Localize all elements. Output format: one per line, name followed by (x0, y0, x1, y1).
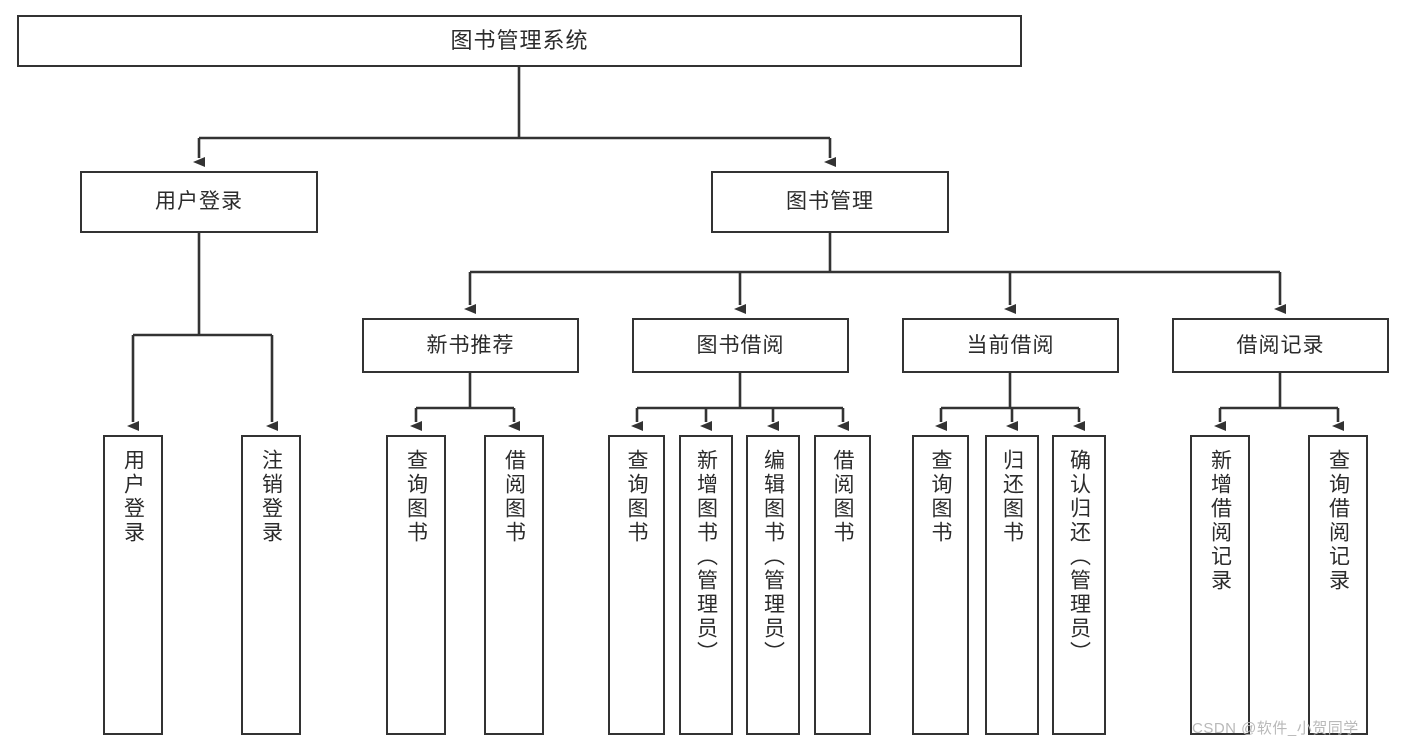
leaf-node-7[interactable]: 借阅图书 (814, 435, 871, 735)
leaf-node-3[interactable]: 借阅图书 (484, 435, 544, 735)
leaf-node-9-label: 归还图书 (1000, 449, 1024, 545)
leaf-node-0-label: 用户登录 (121, 449, 145, 545)
node-level3-0-label: 新书推荐 (426, 333, 515, 357)
leaf-node-11[interactable]: 新增借阅记录 (1190, 435, 1250, 735)
node-level3-0[interactable]: 新书推荐 (362, 318, 579, 373)
node-root[interactable]: 图书管理系统 (17, 15, 1022, 67)
leaf-node-6[interactable]: 编辑图书（管理员） (746, 435, 800, 735)
node-root-label: 图书管理系统 (450, 27, 589, 53)
leaf-node-2[interactable]: 查询图书 (386, 435, 446, 735)
leaf-node-0[interactable]: 用户登录 (103, 435, 163, 735)
leaf-node-12-label: 查询借阅记录 (1326, 449, 1350, 593)
node-level3-1[interactable]: 图书借阅 (632, 318, 849, 373)
leaf-node-8-label: 查询图书 (929, 449, 952, 545)
leaf-node-4-label: 查询图书 (625, 449, 648, 545)
node-level3-2-label: 当前借阅 (966, 333, 1055, 357)
leaf-node-11-label: 新增借阅记录 (1208, 449, 1232, 593)
node-level3-3-label: 借阅记录 (1236, 333, 1325, 357)
leaf-node-10-label: 确认归还（管理员） (1067, 449, 1091, 665)
node-level3-2[interactable]: 当前借阅 (902, 318, 1119, 373)
node-level2-0[interactable]: 用户登录 (80, 171, 318, 233)
leaf-node-4[interactable]: 查询图书 (608, 435, 665, 735)
leaf-node-1-label: 注销登录 (259, 449, 283, 545)
leaf-node-3-label: 借阅图书 (502, 449, 526, 545)
leaf-node-6-label: 编辑图书（管理员） (761, 449, 785, 665)
csdn-watermark: CSDN @软件_小贺同学 (1192, 720, 1359, 737)
leaf-node-7-label: 借阅图书 (831, 449, 854, 545)
leaf-node-1[interactable]: 注销登录 (241, 435, 301, 735)
node-level2-0-label: 用户登录 (155, 190, 243, 214)
leaf-node-9[interactable]: 归还图书 (985, 435, 1039, 735)
node-level3-3[interactable]: 借阅记录 (1172, 318, 1389, 373)
leaf-node-10[interactable]: 确认归还（管理员） (1052, 435, 1106, 735)
node-level2-1-label: 图书管理 (786, 190, 874, 214)
node-level3-1-label: 图书借阅 (696, 333, 785, 357)
leaf-node-2-label: 查询图书 (404, 449, 428, 545)
node-level2-1[interactable]: 图书管理 (711, 171, 949, 233)
leaf-node-12[interactable]: 查询借阅记录 (1308, 435, 1368, 735)
leaf-node-5-label: 新增图书（管理员） (694, 449, 718, 665)
leaf-node-8[interactable]: 查询图书 (912, 435, 969, 735)
leaf-node-5[interactable]: 新增图书（管理员） (679, 435, 733, 735)
